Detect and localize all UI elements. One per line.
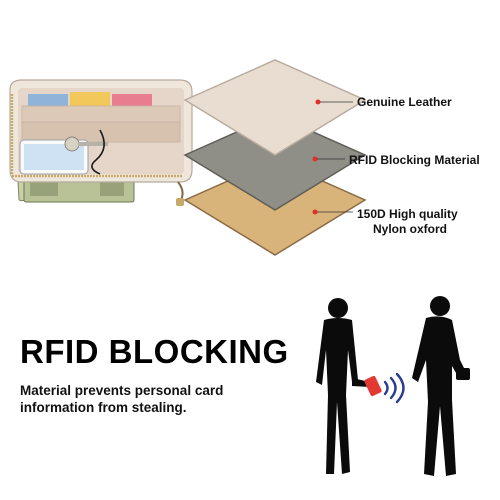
headline-title: RFID BLOCKING [20,333,289,370]
leather-marker [315,99,321,105]
leather-layer [183,59,367,156]
material-layers [183,59,367,256]
rfid-marker [312,156,318,162]
person-right-silhouette [412,296,470,476]
nylon-marker [312,209,318,215]
nylon-label-line1: 150D High quality [357,207,458,221]
headline-subtitle-line1: Material prevents personal card [20,383,224,398]
headline-subtitle-line2: information from stealing. [20,400,187,415]
credit-card-icon [364,375,382,397]
rfid-label: RFID Blocking Material [349,153,480,167]
leather-label: Genuine Leather [357,95,452,109]
person-left-silhouette [316,298,370,474]
people-silhouettes [316,296,470,476]
wireless-signal-icon [383,372,405,404]
wallet-image [9,79,193,206]
wallet-body [9,79,193,206]
nylon-label-line2: Nylon oxford [373,222,447,236]
